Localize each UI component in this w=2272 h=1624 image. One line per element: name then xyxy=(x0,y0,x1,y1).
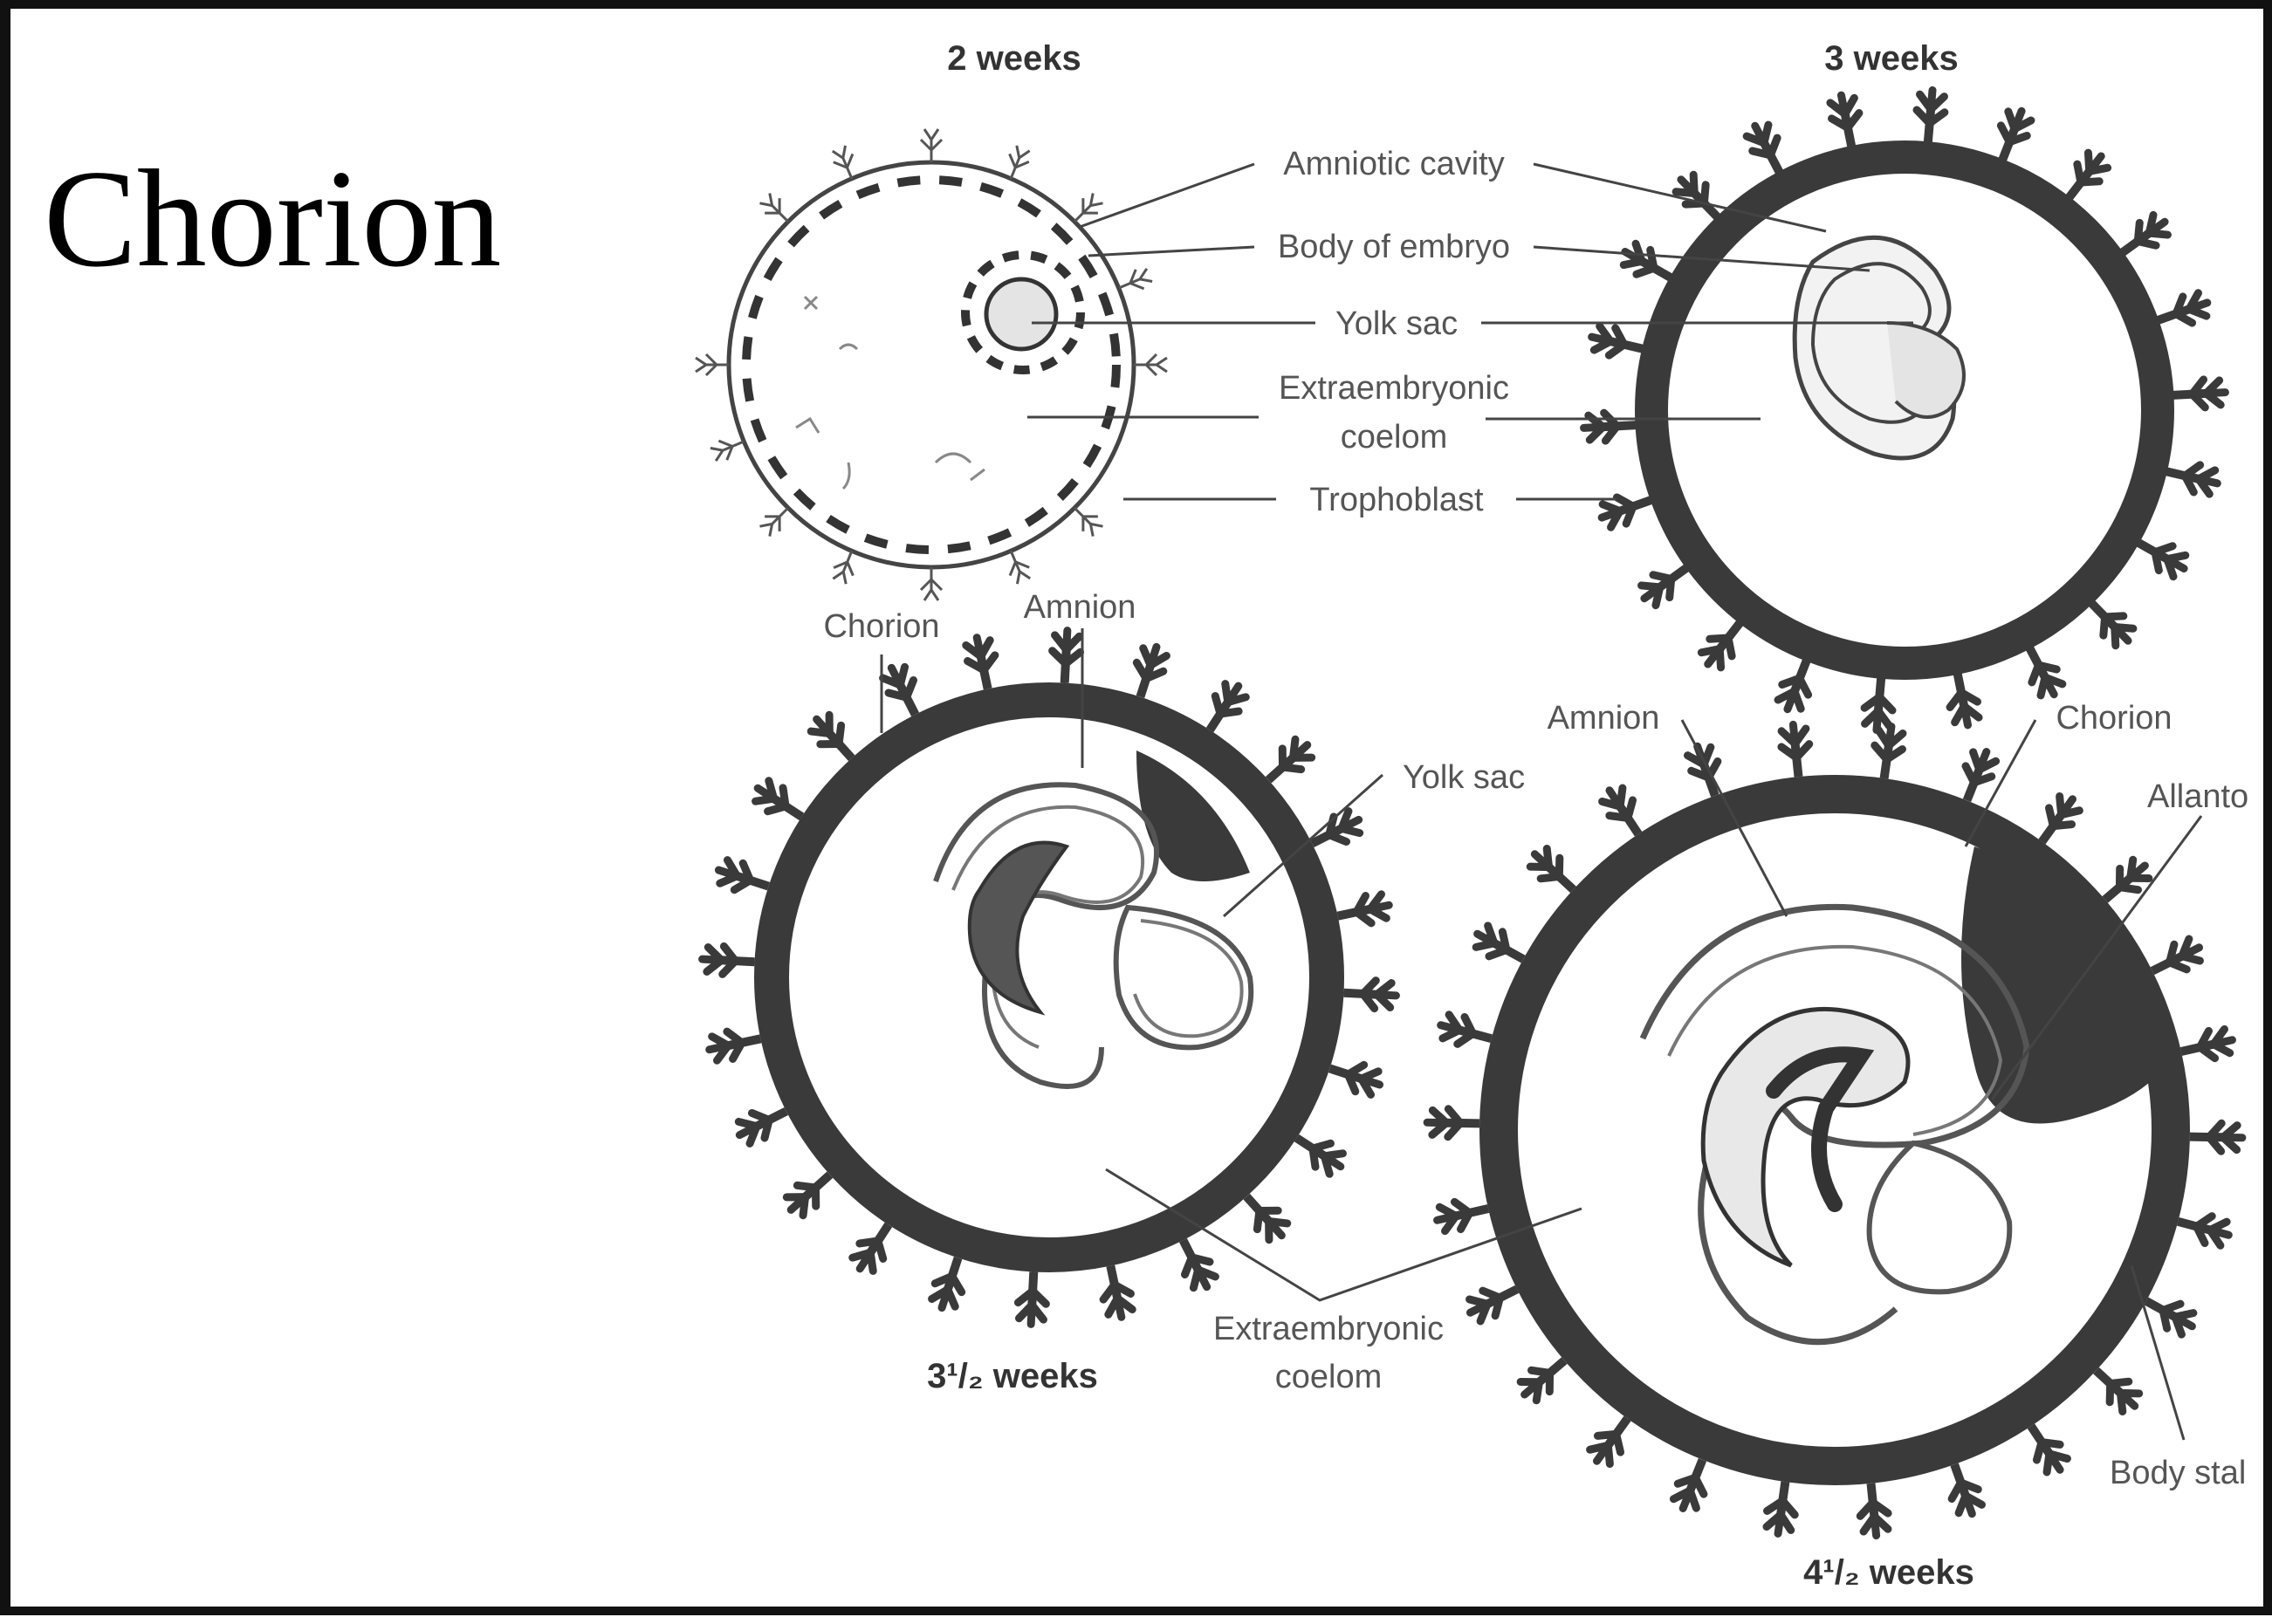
yolk-sac-4-5w xyxy=(1866,1140,2013,1295)
label-amniotic-cavity: Amniotic cavity xyxy=(1283,146,1504,182)
villus-icon xyxy=(706,1025,763,1064)
body-stalk-3-5w xyxy=(1136,750,1250,881)
yolk-sac-3w xyxy=(1886,321,1966,419)
stage-label-3-5-weeks: 3¹/₂ weeks xyxy=(927,1357,1098,1395)
leader-lines xyxy=(880,162,2203,1441)
villus-icon xyxy=(1764,1480,1799,1536)
villus-icon xyxy=(1774,655,1820,715)
stage-label-2-weeks: 2 weeks xyxy=(947,39,1081,78)
stage-3-5-weeks xyxy=(702,630,1397,1326)
label-trophoblast: Trophoblast xyxy=(1309,482,1484,518)
villus-icon xyxy=(964,634,1002,691)
stage-3-weeks xyxy=(1583,89,2227,731)
villi-3-5w xyxy=(702,630,1397,1326)
villus-icon xyxy=(879,661,928,721)
label-amnion-left: Amnion xyxy=(1024,589,1136,626)
villus-icon xyxy=(714,857,772,900)
chorion-dashed-2w xyxy=(742,175,1121,554)
villus-icon xyxy=(1589,324,1646,363)
villus-icon xyxy=(1051,630,1081,684)
villi-4-5w xyxy=(1427,723,2242,1537)
villus-icon xyxy=(1914,89,1946,144)
mesoderm-strands-2w xyxy=(795,295,985,490)
stage-2-weeks xyxy=(694,127,1169,602)
villus-icon xyxy=(1944,671,1981,728)
label-body-of-embryo: Body of embryo xyxy=(1278,229,1510,265)
villus-icon xyxy=(733,1099,793,1148)
label-allantois: Allanto xyxy=(2147,778,2248,815)
villus-icon xyxy=(1464,1277,1523,1325)
villus-icon xyxy=(1017,1271,1047,1326)
stage-label-4-5-weeks: 4¹/₂ weeks xyxy=(1803,1553,1974,1592)
label-yolk-sac-mid: Yolk sac xyxy=(1403,759,1525,796)
villus-icon xyxy=(1306,807,1365,856)
villus-icon xyxy=(1670,1455,1715,1514)
stage-label-3-weeks: 3 weeks xyxy=(1824,39,1958,78)
yolk-sac-3-5w xyxy=(1113,904,1254,1051)
embryo-3-5w xyxy=(967,840,1070,1016)
villus-icon xyxy=(1597,487,1656,531)
villus-icon xyxy=(1438,1011,1495,1052)
villus-icon xyxy=(2190,1123,2243,1152)
villus-icon xyxy=(1326,1055,1384,1098)
amnion-4-5w xyxy=(1639,903,2030,1346)
label-coelom-bottom: coelom xyxy=(1275,1359,1383,1395)
label-extraembryonic-bottom: Extraembryonic xyxy=(1213,1311,1444,1347)
body-stalk-4-5w xyxy=(1961,846,2166,1124)
stage-4-5-weeks xyxy=(1427,723,2242,1537)
villus-icon xyxy=(1434,1195,1492,1233)
amnion-inner-4-5w xyxy=(1667,944,2003,1136)
villus-icon xyxy=(1779,723,1812,778)
label-chorion-right: Chorion xyxy=(2056,700,2172,737)
chorion-diagram: 2 weeks 3 weeks 3¹/₂ weeks 4¹/₂ weeks Am… xyxy=(694,39,2248,1592)
villus-icon xyxy=(1127,642,1170,701)
label-coelom-top: coelom xyxy=(1341,419,1448,456)
villus-icon xyxy=(1989,106,2035,165)
villus-icon xyxy=(1170,1234,1219,1293)
trophoblast-ring-2w xyxy=(726,160,1136,570)
villus-icon xyxy=(2163,458,2221,497)
villus-icon xyxy=(1941,1460,1985,1518)
villus-icon xyxy=(2153,290,2212,333)
villus-icon xyxy=(1828,93,1865,149)
villus-icon xyxy=(1857,1482,1891,1537)
slide-title: Chorion xyxy=(44,140,502,296)
label-yolk-sac-top: Yolk sac xyxy=(1335,305,1458,342)
label-body-stalk: Body stal xyxy=(2110,1455,2246,1491)
chorion-ring-3-5w xyxy=(754,682,1344,1272)
label-chorion-left: Chorion xyxy=(823,608,939,645)
villus-icon xyxy=(1097,1263,1136,1319)
villus-icon xyxy=(1583,411,1637,442)
chorion-ring-4-5w xyxy=(1479,775,2190,1485)
yolk-sac-inner-3-5w xyxy=(1133,919,1244,1038)
villus-icon xyxy=(1335,892,1391,930)
villus-icon xyxy=(929,1254,971,1312)
villus-icon xyxy=(2172,379,2227,409)
villus-icon xyxy=(1427,1108,1480,1137)
label-extraembryonic-top: Extraembryonic xyxy=(1279,370,1509,407)
villus-icon xyxy=(2178,1026,2235,1065)
chorion-ring-3w xyxy=(1635,140,2174,680)
yolk-sac-2w xyxy=(984,277,1059,352)
villus-icon xyxy=(2174,1208,2232,1248)
villus-icon xyxy=(2146,935,2206,983)
amnion-3-5w xyxy=(933,782,1160,1089)
label-amnion-right: Amnion xyxy=(1548,700,1660,737)
villus-icon xyxy=(702,945,756,976)
embryo-body-4-5w xyxy=(1766,1046,1875,1212)
villus-icon xyxy=(1343,979,1397,1010)
embryo-cluster-2w xyxy=(961,250,1085,374)
